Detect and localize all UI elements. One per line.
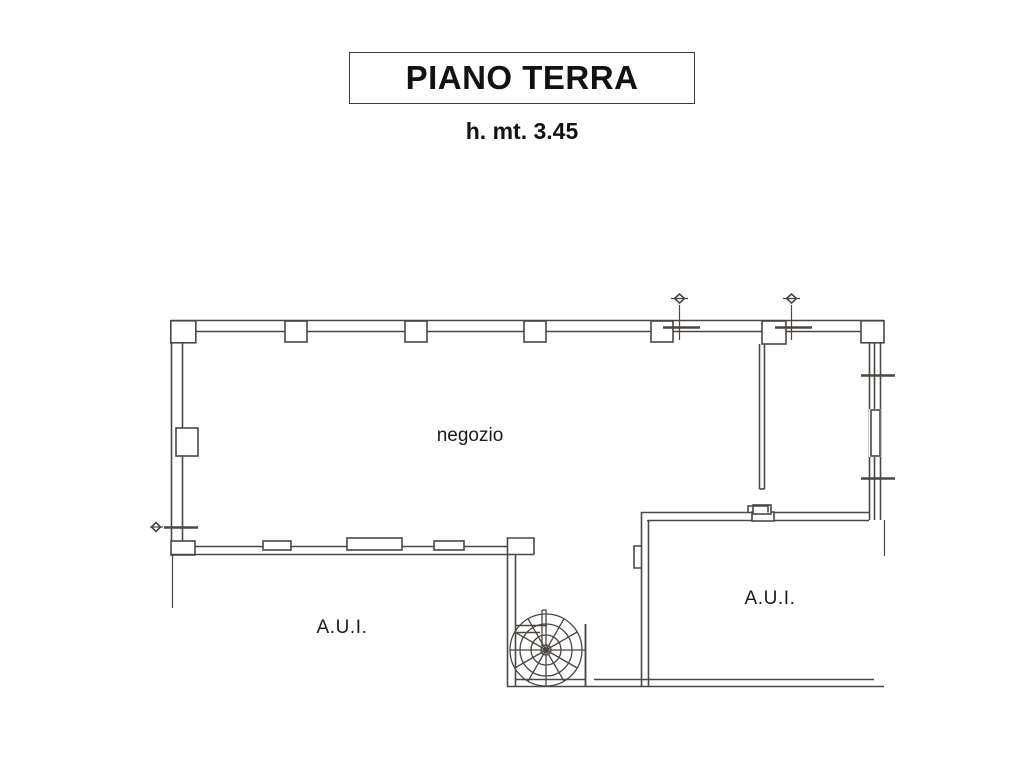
page-title: PIANO TERRA — [405, 59, 639, 96]
room-label-negozio: negozio — [436, 425, 504, 446]
section-marker-left — [150, 521, 198, 533]
pilaster-bottom-1 — [262, 540, 292, 551]
pilaster-top-5 — [761, 320, 787, 345]
pilaster-top-left — [170, 319, 197, 344]
title-box — [349, 52, 695, 104]
pilaster-bottom-2 — [346, 537, 403, 551]
pilaster-top-2 — [404, 320, 428, 343]
wall-partition-internal — [758, 344, 766, 490]
pilaster-left-1 — [175, 427, 199, 457]
pilaster-bottom-left-corner — [170, 540, 196, 556]
window-right-wall — [870, 409, 881, 457]
pilaster-top-1 — [284, 320, 308, 343]
pilaster-lower-right-2 — [752, 504, 772, 515]
ceiling-height-label: h. mt. 3.45 — [465, 118, 579, 144]
wall-negozio-lower-right — [641, 504, 869, 522]
pilaster-top-right-corner — [860, 319, 885, 344]
section-marker-top-left — [663, 292, 700, 340]
room-label-aui-left: A.U.I. — [316, 617, 368, 638]
room-label-aui-right: A.U.I. — [744, 588, 796, 609]
wall-right-negozio — [861, 342, 895, 556]
section-marker-top-right — [775, 292, 812, 340]
room-outline-aui-right — [586, 512, 884, 688]
pilaster-top-4 — [650, 320, 674, 343]
pilaster-bottom-3 — [433, 540, 465, 551]
spiral-staircase — [509, 609, 586, 687]
pilaster-top-3 — [523, 320, 547, 343]
